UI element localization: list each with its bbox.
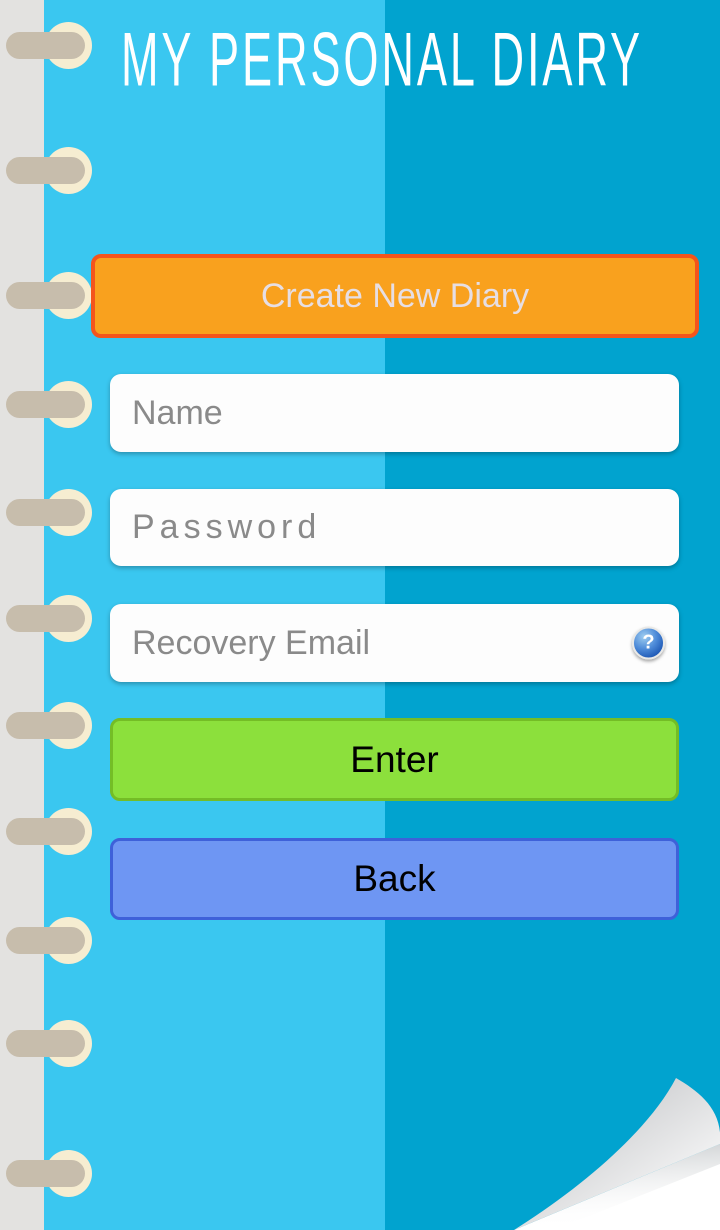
help-question-glyph: ? (642, 631, 655, 654)
back-button[interactable]: Back (110, 838, 679, 920)
back-button-label: Back (353, 858, 436, 899)
name-input[interactable] (110, 374, 679, 452)
spiral-ring-bar-icon (6, 391, 85, 418)
spiral-ring-bar-icon (6, 32, 85, 59)
password-input[interactable] (110, 489, 679, 566)
spiral-ring-bar-icon (6, 499, 85, 526)
enter-button[interactable]: Enter (110, 718, 679, 801)
spiral-ring-bar-icon (6, 818, 85, 845)
page-curl-icon[interactable] (488, 1068, 720, 1230)
name-field-container (110, 374, 679, 452)
spiral-ring-bar-icon (6, 1030, 85, 1057)
spiral-ring-bar-icon (6, 712, 85, 739)
create-new-diary-label: Create New Diary (260, 276, 530, 315)
spiral-ring-bar-icon (6, 1160, 85, 1187)
recovery-email-field-container: ? (110, 604, 679, 682)
spiral-ring-bar-icon (6, 282, 85, 309)
spiral-ring-bar-icon (6, 927, 85, 954)
spiral-ring-bar-icon (6, 157, 85, 184)
create-new-diary-button[interactable]: Create New Diary (91, 254, 699, 338)
help-question-icon[interactable]: ? (632, 626, 665, 660)
page-title: MY PERSONAL DIARY (120, 15, 644, 102)
recovery-email-input[interactable] (110, 604, 679, 682)
spiral-ring-bar-icon (6, 605, 85, 632)
password-field-container (110, 489, 679, 566)
enter-button-label: Enter (350, 738, 439, 780)
